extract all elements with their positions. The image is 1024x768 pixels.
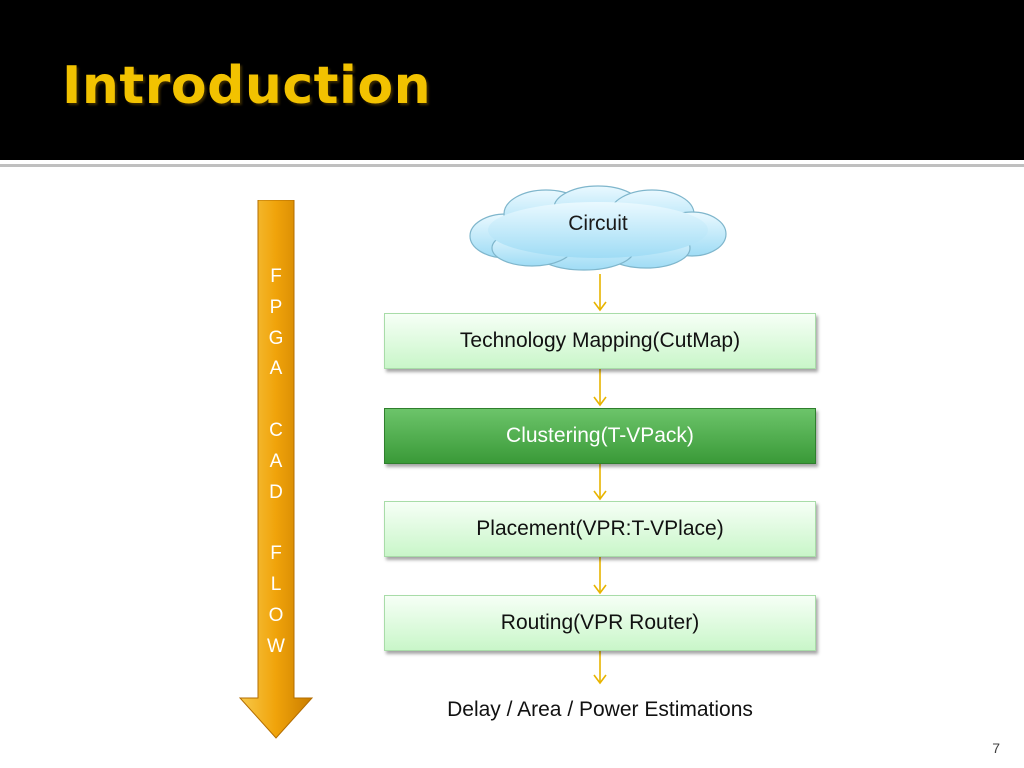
connector-arrow xyxy=(590,369,610,407)
connector-arrow xyxy=(590,274,610,312)
flow-letter: G xyxy=(268,327,284,349)
connector-arrow xyxy=(590,557,610,595)
flow-letter xyxy=(258,385,294,416)
flow-letter: A xyxy=(269,450,283,472)
flow-letter: D xyxy=(269,481,283,503)
cad-flow-label: F P G A C A D F L O W xyxy=(258,262,294,662)
page-number: 7 xyxy=(992,740,1000,756)
flow-letter: P xyxy=(269,296,283,318)
flow-letter xyxy=(258,508,294,539)
connector-arrow xyxy=(590,651,610,685)
title-bar xyxy=(0,0,1024,160)
connector-arrow xyxy=(590,463,610,501)
flow-letter: W xyxy=(267,635,285,657)
flow-letter: F xyxy=(270,543,282,565)
flow-letter: C xyxy=(269,419,283,441)
circuit-label: Circuit xyxy=(568,212,628,235)
circuit-cloud-icon xyxy=(469,185,727,271)
step-routing: Routing(VPR Router) xyxy=(384,595,816,651)
step-clustering: Clustering(T-VPack) xyxy=(384,408,816,464)
estimations-label: Delay / Area / Power Estimations xyxy=(447,698,753,721)
flow-down-arrow xyxy=(238,200,314,739)
slide-title: Introduction xyxy=(62,56,432,116)
title-divider xyxy=(0,164,1024,167)
flow-letter: L xyxy=(270,573,282,595)
flow-letter: O xyxy=(268,604,284,626)
step-placement: Placement(VPR:T-VPlace) xyxy=(384,501,816,557)
flow-letter: F xyxy=(270,266,282,287)
flow-letter: A xyxy=(269,358,283,380)
step-technology-mapping: Technology Mapping(CutMap) xyxy=(384,313,816,369)
